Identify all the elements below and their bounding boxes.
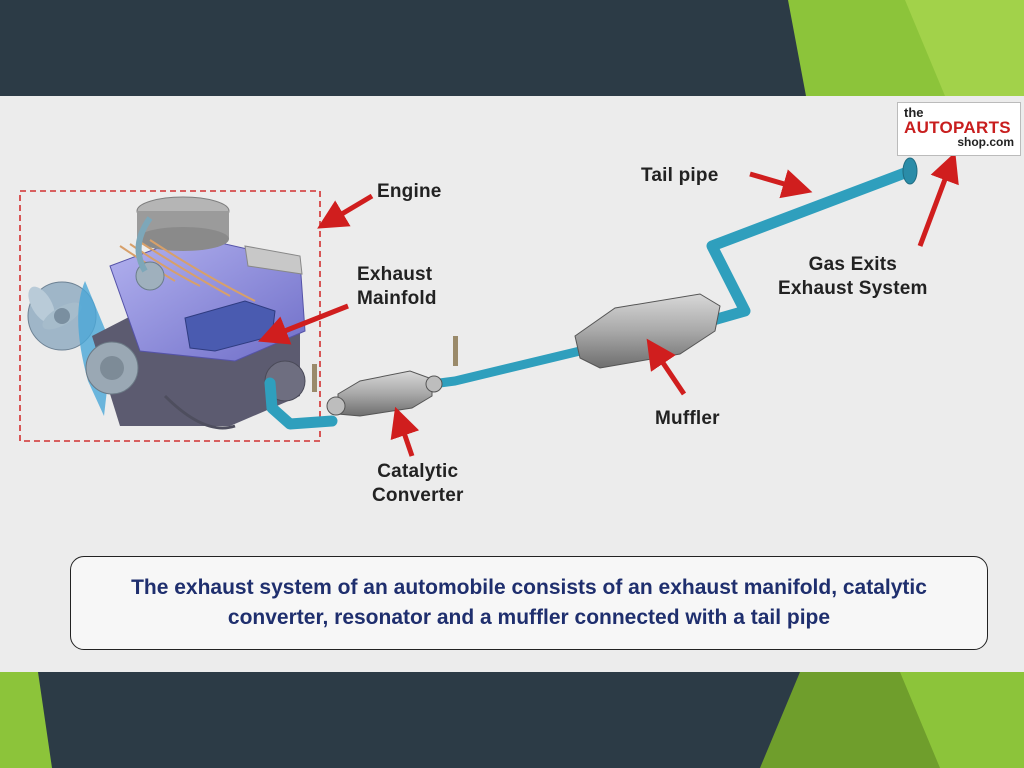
caption-text: The exhaust system of an automobile cons… — [131, 576, 927, 629]
logo-the: the — [904, 105, 924, 120]
bottom-right-light-green-shape — [900, 672, 1024, 768]
caption-box: The exhaust system of an automobile cons… — [70, 556, 988, 650]
engine-label: Engine — [377, 181, 442, 202]
bottom-left-green-shape — [0, 672, 52, 768]
logo-domain: shop.com — [957, 135, 1014, 149]
autoparts-shop-logo: the AUTOPARTS shop.com — [897, 102, 1021, 156]
muffler-shape — [574, 293, 721, 369]
gas-exits-arrow — [917, 151, 959, 247]
top-right-light-green-shape — [905, 0, 1024, 96]
engine-arrow — [317, 193, 374, 229]
diagram-panel: Engine Exhaust Mainfold Catalytic Conver… — [0, 96, 1024, 672]
logo-brand: AUTOPARTS — [904, 118, 1011, 137]
muffler-label: Muffler — [655, 408, 720, 429]
exhaust-system-diagram — [19, 151, 959, 457]
tail-pipe-arrow — [749, 169, 813, 199]
catalytic-converter-shape — [312, 336, 458, 417]
engine-illustration — [27, 196, 306, 430]
catalytic-converter-label: Catalytic Converter — [372, 461, 464, 506]
tail-pipe-label: Tail pipe — [641, 165, 719, 186]
exhaust-manifold-arrow — [258, 303, 349, 345]
muffler-arrow — [646, 338, 687, 396]
gas-exits-label: Gas Exits Exhaust System — [778, 254, 928, 299]
label-arrows — [258, 151, 959, 457]
exhaust-manifold-label: Exhaust Mainfold — [357, 264, 437, 309]
catalytic-converter-arrow — [390, 406, 420, 457]
tail-pipe-end — [902, 157, 918, 185]
